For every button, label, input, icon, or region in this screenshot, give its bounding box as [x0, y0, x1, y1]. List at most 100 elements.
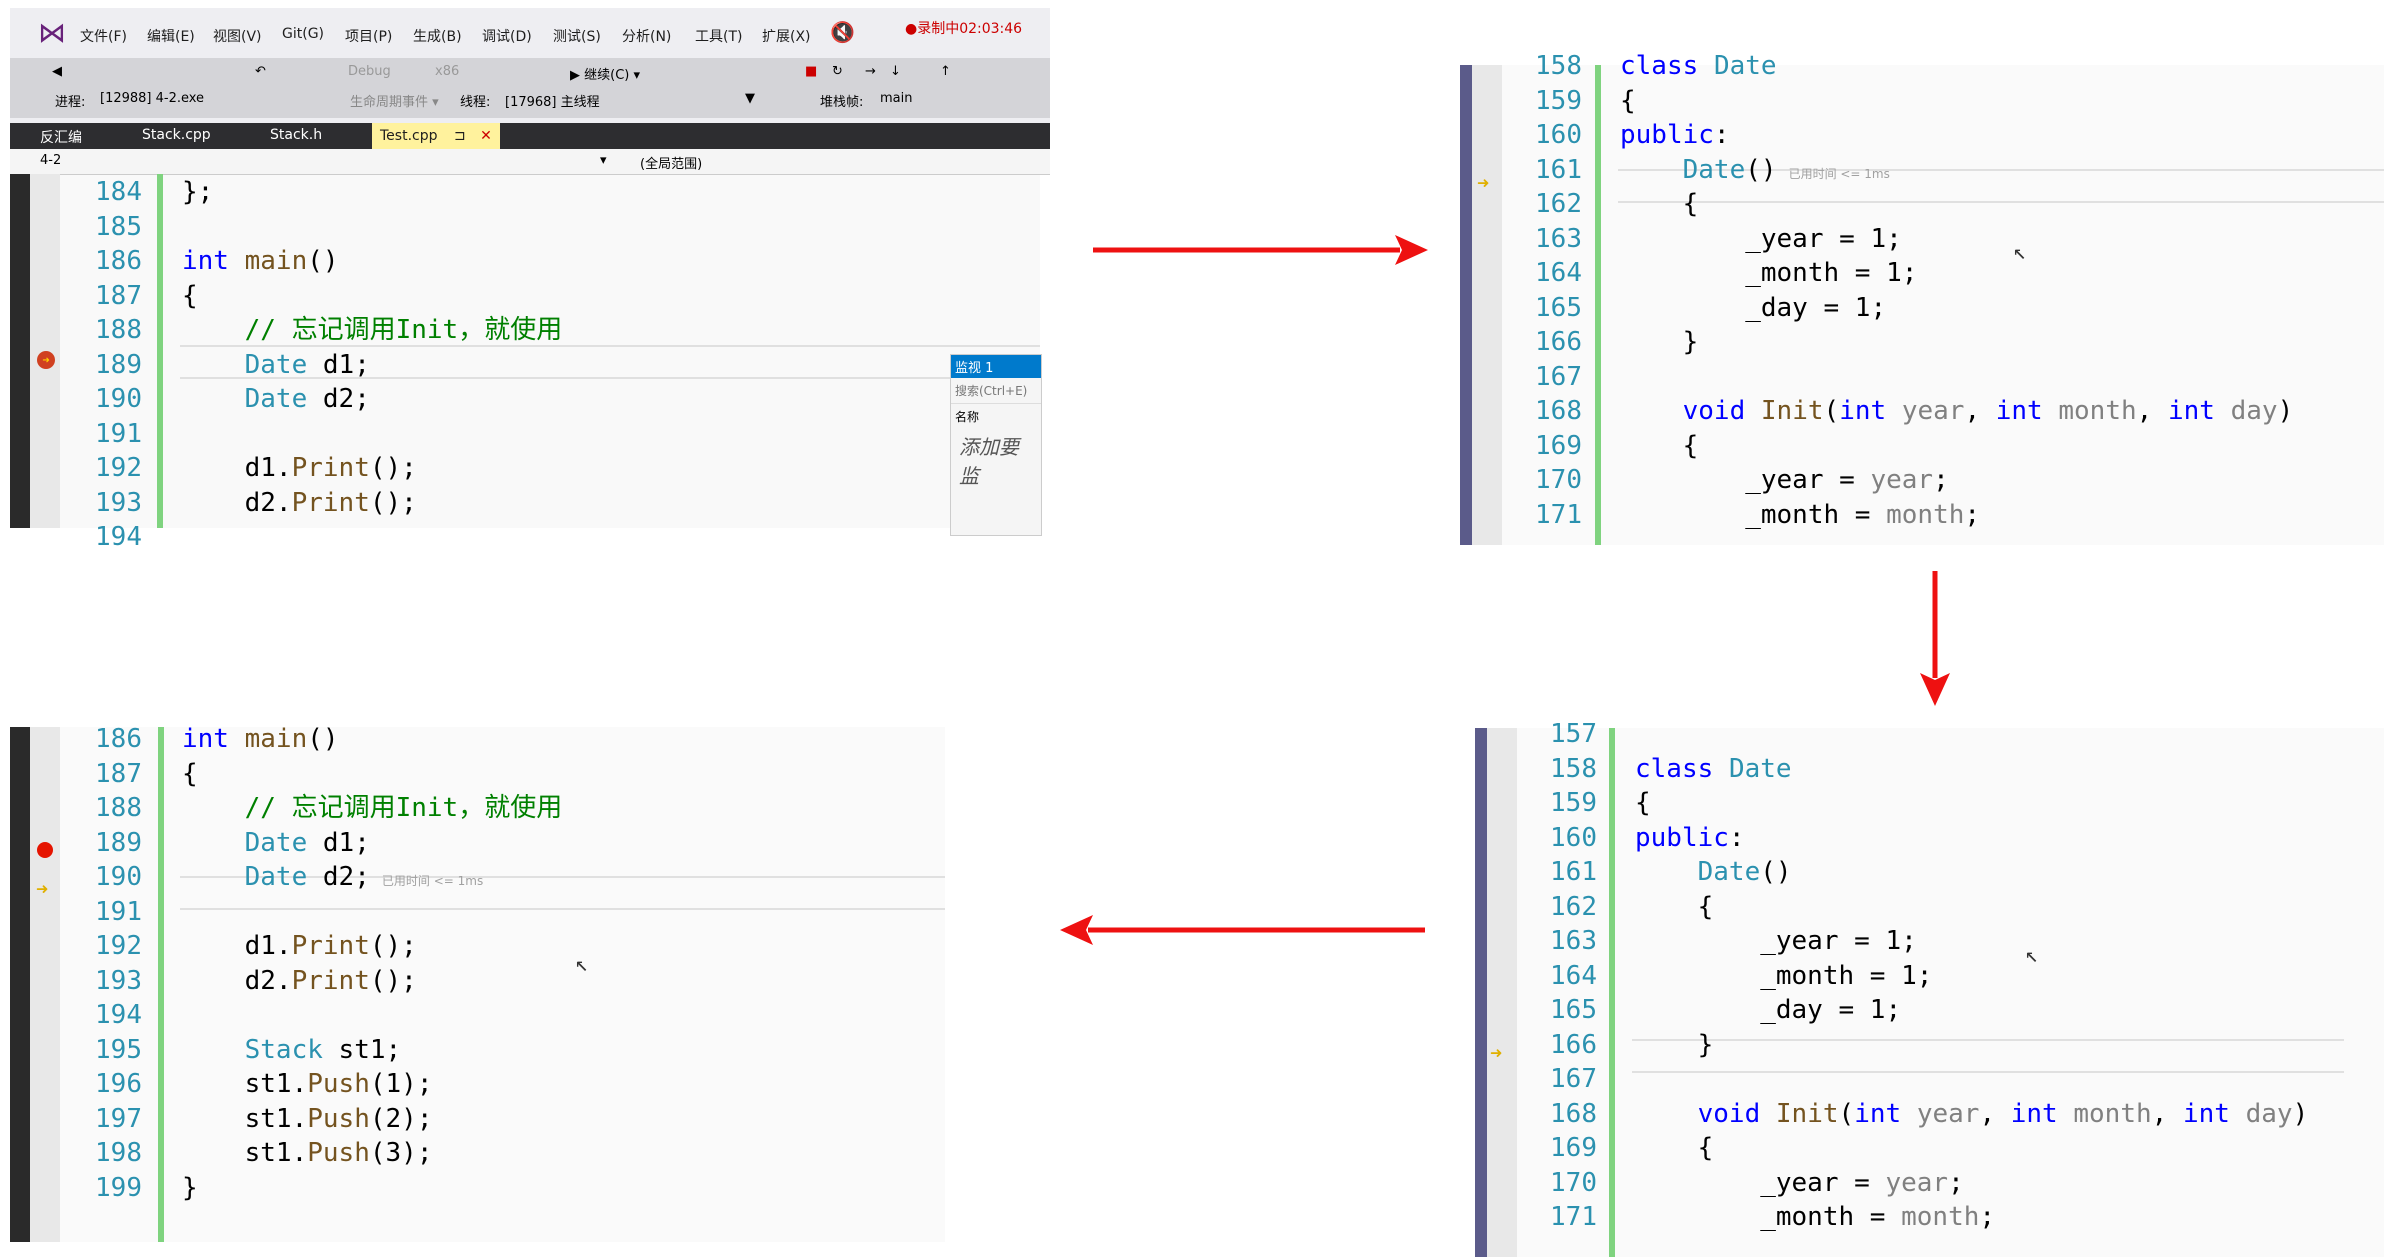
- tab-stack-cpp[interactable]: Stack.cpp: [142, 127, 211, 143]
- line-number: 191: [95, 418, 142, 449]
- menu-tools[interactable]: 工具(T): [695, 29, 743, 45]
- current-line-highlight: [1632, 1039, 2344, 1073]
- code-line[interactable]: d1.Print();: [182, 931, 417, 961]
- code-line[interactable]: };: [182, 177, 214, 207]
- pin-icon[interactable]: ⊐: [453, 128, 466, 144]
- code-line[interactable]: public:: [1635, 822, 1745, 853]
- tab-disassembly[interactable]: 反汇编: [40, 130, 82, 146]
- menu-git[interactable]: Git(G): [282, 26, 324, 42]
- thread-select[interactable]: [17968] 主线程: [505, 95, 600, 110]
- project-scope-dropdown[interactable]: 4-2: [40, 153, 62, 168]
- chevron-down-icon[interactable]: ▾: [600, 153, 607, 168]
- code-line[interactable]: Date(): [1697, 857, 1792, 887]
- code-line[interactable]: // 忘记调用Init，就使用: [244, 315, 563, 345]
- restart-icon[interactable]: ↻: [832, 64, 843, 79]
- platform-dropdown[interactable]: x86: [435, 64, 460, 79]
- step-out-icon[interactable]: ↑: [940, 64, 951, 79]
- stack-frame-select[interactable]: main: [880, 91, 913, 106]
- line-number: 165: [1535, 292, 1582, 323]
- watch-search-input[interactable]: 搜索(Ctrl+E): [955, 384, 1028, 398]
- menu-build[interactable]: 生成(B): [413, 29, 462, 45]
- watch-add-item[interactable]: 添加要监: [959, 435, 1019, 488]
- code-line[interactable]: class Date: [1635, 753, 1792, 784]
- code-line[interactable]: _month = month;: [1620, 499, 1981, 530]
- exec-arrow-icon: ➜: [1477, 171, 1490, 195]
- code-line[interactable]: {: [1620, 85, 1636, 116]
- menu-extensions[interactable]: 扩展(X): [762, 29, 811, 45]
- code-line[interactable]: public:: [1620, 120, 1730, 150]
- menu-test[interactable]: 测试(S): [553, 29, 601, 45]
- menu-view[interactable]: 视图(V): [213, 29, 262, 45]
- code-line[interactable]: st1.Push(1);: [182, 1069, 433, 1099]
- code-line[interactable]: {: [1635, 1133, 1714, 1163]
- code-line[interactable]: st1.Push(2);: [182, 1103, 433, 1134]
- tab-stack-h[interactable]: Stack.h: [270, 127, 323, 143]
- code-line[interactable]: _month = month;: [1635, 1202, 1996, 1232]
- code-line[interactable]: int main(): [182, 724, 339, 754]
- code-line[interactable]: void Init(int year, int month, int day): [1682, 396, 2294, 426]
- code-line[interactable]: Date d2;: [244, 384, 370, 414]
- menu-analyze[interactable]: 分析(N): [622, 29, 672, 45]
- continue-button[interactable]: ▶ 继续(C) ▾: [570, 68, 641, 83]
- menu-debug[interactable]: 调试(D): [482, 29, 532, 45]
- vs-logo-icon[interactable]: ⋈: [38, 16, 66, 49]
- line-number: 198: [95, 1138, 142, 1168]
- line-number: 189: [95, 827, 142, 858]
- line-number: 162: [1535, 189, 1582, 219]
- code-line[interactable]: // 忘记调用Init，就使用: [244, 793, 563, 823]
- code-line[interactable]: _year = year;: [1635, 1167, 1964, 1198]
- code-line[interactable]: }: [1635, 1029, 1714, 1060]
- menu-file[interactable]: 文件(F): [80, 29, 127, 45]
- line-number: 194: [95, 522, 142, 552]
- process-select[interactable]: [12988] 4-2.exe: [100, 91, 205, 106]
- code-line[interactable]: {: [1620, 189, 1699, 219]
- close-icon[interactable]: ✕: [480, 128, 492, 144]
- code-line[interactable]: {: [1620, 430, 1699, 461]
- step-into-icon[interactable]: ↓: [890, 64, 901, 79]
- code-line[interactable]: Date d2;已用时间 <= 1ms: [244, 862, 484, 892]
- code-line[interactable]: d2.Print();: [182, 965, 417, 996]
- breakpoint-icon[interactable]: [37, 842, 53, 858]
- code-line[interactable]: _month = 1;: [1635, 960, 1933, 991]
- code-line[interactable]: int main(): [182, 246, 339, 276]
- stop-icon[interactable]: ■: [805, 64, 818, 79]
- code-line[interactable]: Stack st1;: [244, 1034, 402, 1065]
- code-line[interactable]: d2.Print();: [182, 487, 417, 518]
- code-line[interactable]: _year = year;: [1620, 465, 1949, 495]
- code-line[interactable]: st1.Push(3);: [182, 1138, 433, 1168]
- step-over-icon[interactable]: →: [865, 64, 876, 79]
- code-line[interactable]: Date d1;: [244, 349, 370, 380]
- line-number: 185: [95, 211, 142, 242]
- code-line[interactable]: _day = 1;: [1620, 292, 1887, 323]
- filter-icon[interactable]: ▼: [745, 91, 755, 106]
- global-scope-dropdown[interactable]: (全局范围): [640, 157, 703, 172]
- code-line[interactable]: d1.Print();: [182, 453, 417, 483]
- code-line[interactable]: void Init(int year, int month, int day): [1697, 1098, 2309, 1129]
- code-line[interactable]: }: [182, 1172, 198, 1203]
- code-line[interactable]: {: [182, 280, 198, 311]
- code-line[interactable]: class Date: [1620, 51, 1777, 81]
- code-line[interactable]: }: [1620, 327, 1699, 357]
- code-line[interactable]: _month = 1;: [1620, 258, 1918, 288]
- code-line[interactable]: {: [1635, 788, 1651, 818]
- lifecycle-events[interactable]: 生命周期事件 ▾: [350, 95, 439, 110]
- process-label: 进程:: [55, 95, 86, 110]
- code-line[interactable]: _day = 1;: [1635, 995, 1902, 1025]
- code-line[interactable]: _year = 1;: [1635, 926, 1917, 956]
- undo-icon[interactable]: ↶: [255, 64, 266, 79]
- tab-test-cpp[interactable]: Test.cpp ⊐ ✕: [372, 123, 500, 149]
- code-line[interactable]: _year = 1;: [1620, 223, 1902, 254]
- code-line[interactable]: {: [182, 758, 198, 789]
- back-icon[interactable]: ◀: [52, 64, 62, 79]
- config-dropdown[interactable]: Debug: [348, 64, 391, 79]
- code-line[interactable]: Date d1;: [244, 827, 370, 858]
- code-line[interactable]: Date()已用时间 <= 1ms: [1682, 154, 1890, 185]
- mute-icon[interactable]: 🔇: [830, 20, 855, 44]
- menu-project[interactable]: 项目(P): [345, 29, 393, 45]
- menu-edit[interactable]: 编辑(E): [147, 29, 195, 45]
- code-line[interactable]: {: [1635, 891, 1714, 922]
